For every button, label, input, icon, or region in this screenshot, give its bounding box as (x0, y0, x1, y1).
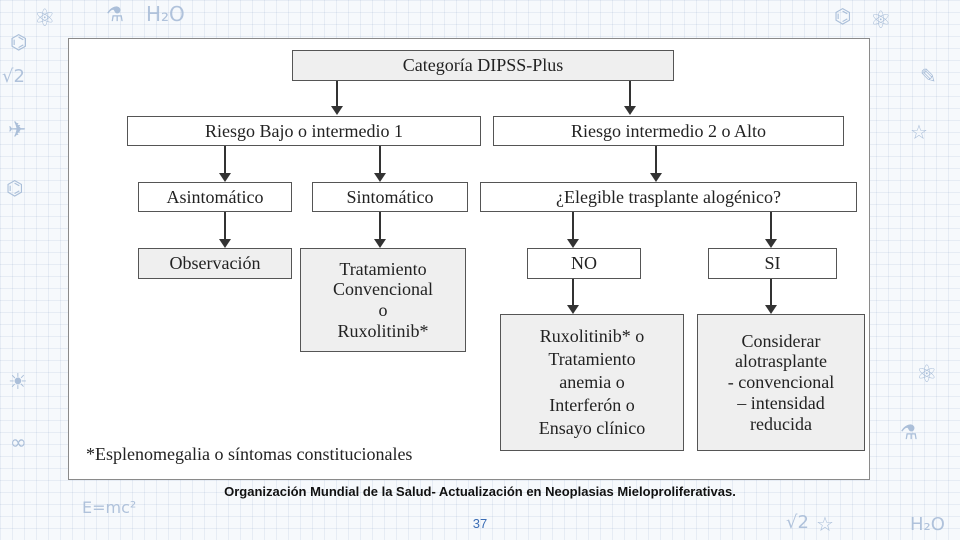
root-box: Categoría DIPSS-Plus (292, 50, 674, 81)
footnote: *Esplenomegalia o síntomas constituciona… (86, 444, 413, 464)
conventional-line: Tratamiento (339, 258, 427, 279)
rocket-icon: ✈ (8, 118, 27, 143)
bulb-icon: ✎ (920, 64, 937, 88)
page-number: 37 (472, 516, 488, 531)
emc2-text: E=mc² (82, 498, 137, 517)
star-icon: ☆ (816, 512, 834, 536)
no-treatment-line: Ensayo clínico (538, 418, 646, 439)
conventional-line: o (378, 300, 388, 320)
conventional-line: Convencional (333, 279, 433, 300)
atom-icon: ⚛ (916, 360, 938, 388)
atom-icon: ⚛ (870, 6, 892, 34)
molecule-icon: ⌬ (10, 30, 28, 54)
dna-icon: ∞ (10, 430, 27, 454)
si-treatment-line: – intensidad (737, 392, 825, 413)
conventional-line: Ruxolitinib* (337, 320, 429, 341)
molecule-icon: ⌬ (6, 176, 24, 200)
si-treatment-line: Considerar (741, 330, 821, 351)
star-icon: ☆ (910, 120, 928, 144)
observation-box: Observación (138, 248, 292, 279)
no-treatment-line: Ruxolitinib* o (539, 325, 645, 346)
flask-icon: ⚗ (106, 2, 124, 26)
no-treatment-box: Ruxolitinib* o Tratamiento anemia o Inte… (500, 314, 684, 451)
no-treatment-line: Interferón o (549, 395, 635, 416)
atom-icon: ⚛ (34, 4, 56, 32)
h2o-text: H₂O (910, 514, 945, 535)
low-risk-box: Riesgo Bajo o intermedio 1 (127, 116, 481, 146)
source-caption: Organización Mundial de la Salud- Actual… (224, 484, 736, 499)
flask-icon: ⚗ (900, 420, 918, 444)
h2o-text: H₂O (146, 2, 185, 26)
symptomatic-box: Sintomático (312, 182, 468, 212)
conventional-box: Tratamiento Convencional o Ruxolitinib* (300, 248, 466, 352)
asymptomatic-box: Asintomático (138, 182, 292, 212)
si-treatment-line: reducida (750, 413, 812, 434)
si-treatment-line: alotrasplante (735, 351, 827, 372)
molecule-icon: ⌬ (834, 4, 852, 28)
eligible-box: ¿Elegible trasplante alogénico? (480, 182, 857, 212)
no-box: NO (527, 248, 641, 279)
si-treatment-line: - convencional (727, 372, 835, 393)
no-treatment-line: Tratamiento (548, 348, 636, 369)
si-box: SI (708, 248, 837, 279)
high-risk-box: Riesgo intermedio 2 o Alto (493, 116, 844, 146)
sqrt2-text: √2 (2, 66, 25, 87)
si-treatment-box: Considerar alotrasplante - convencional … (697, 314, 865, 451)
bulb-icon: ☀ (8, 370, 28, 395)
no-treatment-line: anemia o (559, 371, 625, 392)
sqrt2-text: √2 (786, 512, 809, 533)
